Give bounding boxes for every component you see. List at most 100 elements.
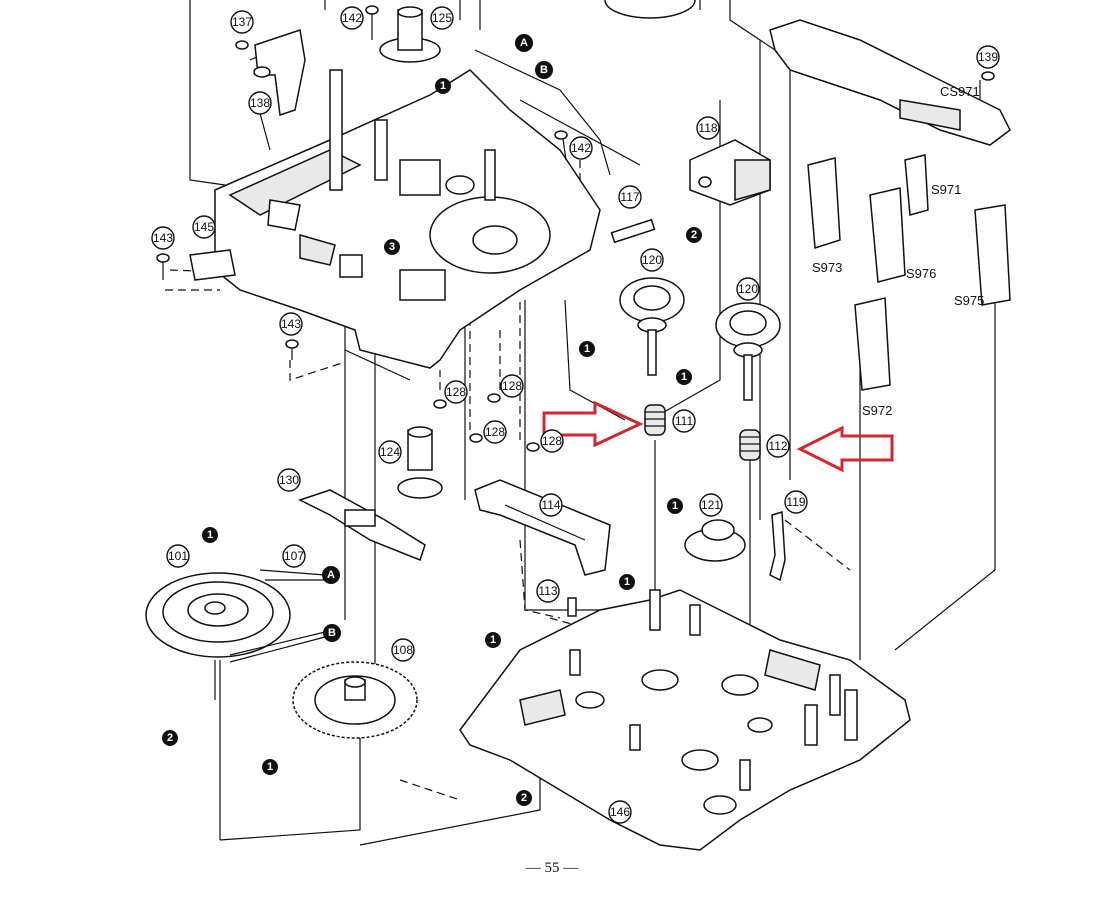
callout-118: 118 (696, 116, 720, 140)
svg-text:124: 124 (380, 445, 400, 459)
callout-143-left: 143 (151, 226, 175, 250)
svg-text:1: 1 (681, 371, 687, 383)
bullet-2-chassis: 2 (516, 790, 532, 806)
svg-text:1: 1 (584, 343, 590, 355)
svg-text:125: 125 (432, 11, 452, 25)
label-s972: S972 (862, 403, 892, 418)
bullet-1-gear121: 1 (667, 498, 683, 514)
svg-text:A: A (327, 569, 335, 581)
svg-text:3: 3 (389, 241, 395, 253)
upper-chassis (189, 0, 696, 381)
svg-text:143: 143 (281, 317, 301, 331)
solenoid-118 (610, 139, 771, 244)
svg-text:142: 142 (571, 141, 591, 155)
svg-text:1: 1 (440, 80, 446, 92)
spring-112 (739, 429, 761, 461)
callout-143-mid: 143 (279, 312, 303, 336)
callout-120-left: 120 (640, 248, 664, 272)
svg-text:B: B (328, 627, 336, 639)
callout-117: 117 (618, 185, 642, 209)
svg-text:142: 142 (342, 11, 362, 25)
svg-text:108: 108 (393, 643, 413, 657)
bullet-2-reel: 2 (162, 730, 178, 746)
svg-text:2: 2 (691, 229, 697, 241)
bullet-1-gear120-left: 1 (579, 341, 595, 357)
svg-text:114: 114 (541, 498, 560, 512)
svg-text:A: A (520, 37, 528, 49)
svg-text:1: 1 (207, 529, 213, 541)
label-s976: S976 (906, 266, 936, 281)
screws (156, 5, 995, 617)
callout-125: 125 (430, 6, 454, 30)
svg-text:1: 1 (672, 500, 678, 512)
callout-145: 145 (192, 215, 216, 239)
svg-text:121: 121 (701, 498, 721, 512)
gear-125 (379, 6, 441, 63)
bullet-1-reel: 1 (202, 527, 218, 543)
svg-text:1: 1 (267, 761, 273, 773)
bullet-2-pin: 2 (686, 227, 702, 243)
callout-146: 146 (608, 800, 632, 824)
svg-text:120: 120 (642, 253, 662, 267)
svg-text:B: B (540, 64, 548, 76)
svg-text:130: 130 (279, 473, 299, 487)
svg-text:2: 2 (521, 792, 527, 804)
svg-text:128: 128 (502, 379, 522, 393)
bullet-1-gear108: 1 (262, 759, 278, 775)
label-cs971: CS971 (940, 84, 980, 99)
bracket-137-138 (235, 29, 306, 117)
label-s971: S971 (931, 182, 961, 197)
lever-130 (298, 489, 426, 561)
gear-120-left (619, 277, 685, 376)
switch-labels: CS971 S971 S973 S976 S975 S972 (812, 84, 984, 418)
svg-text:128: 128 (446, 385, 466, 399)
svg-text:1: 1 (490, 634, 496, 646)
svg-text:138: 138 (250, 96, 270, 110)
svg-text:146: 146 (610, 805, 630, 819)
svg-text:145: 145 (194, 220, 214, 234)
svg-text:139: 139 (978, 50, 998, 64)
callout-121: 121 (699, 493, 723, 517)
reel-101 (145, 569, 326, 700)
svg-text:112: 112 (768, 439, 787, 453)
svg-text:143: 143 (153, 231, 173, 245)
callout-128-a: 128 (444, 380, 468, 404)
svg-text:118: 118 (698, 121, 717, 135)
bullet-A-belt: A (322, 566, 340, 584)
callout-120-right: 120 (736, 277, 760, 301)
arm-114 (474, 479, 611, 576)
callout-108: 108 (391, 638, 415, 662)
svg-text:1: 1 (624, 576, 630, 588)
bullet-1-upper: 1 (435, 78, 451, 94)
page-number: — 55 — (525, 860, 580, 876)
callout-137: 137 (230, 10, 254, 34)
callout-138: 138 (248, 91, 272, 115)
lower-chassis-146 (459, 589, 911, 851)
svg-text:128: 128 (542, 434, 562, 448)
callout-139: 139 (976, 45, 1000, 69)
svg-text:120: 120 (738, 282, 758, 296)
bullet-1-chassis-left: 1 (485, 632, 501, 648)
callout-128-d: 128 (540, 429, 564, 453)
bullet-B-top: B (535, 61, 553, 79)
highlight-arrow-right (796, 425, 894, 473)
callout-112: 112 (766, 434, 790, 458)
callout-142-top: 142 (340, 6, 364, 30)
callout-130: 130 (277, 468, 301, 492)
svg-text:119: 119 (786, 495, 805, 509)
gear-124 (397, 426, 443, 499)
svg-text:128: 128 (485, 425, 505, 439)
highlight-arrows (542, 400, 894, 473)
gear-108 (292, 661, 418, 739)
callout-128-c: 128 (483, 420, 507, 444)
callouts: 137 142 125 138 142 118 139 145 117 143 … (151, 6, 1000, 824)
callout-101: 101 (166, 544, 190, 568)
callout-111: 111 (672, 409, 696, 433)
callout-114: 114 (539, 493, 563, 517)
lever-119 (769, 511, 786, 582)
bullet-markers: A B 1 3 2 1 1 1 1 A B 1 1 2 1 2 (162, 34, 702, 806)
callout-128-b: 128 (500, 374, 524, 398)
callout-113: 113 (536, 579, 560, 603)
svg-text:111: 111 (675, 414, 694, 428)
label-s973: S973 (812, 260, 842, 275)
